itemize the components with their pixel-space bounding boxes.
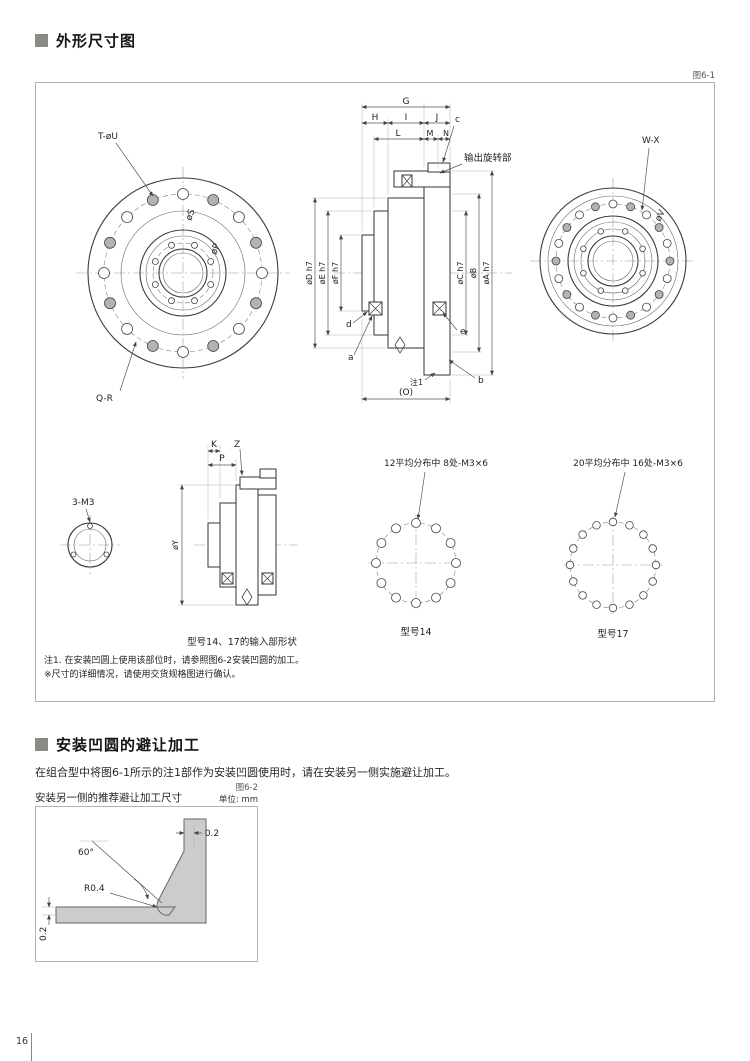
label-3m3: 3-M3 [72, 498, 94, 508]
unit-label: 单位: mm [218, 795, 258, 805]
dim-label-m: M [427, 129, 434, 138]
label-e: e [460, 327, 466, 337]
bolt14-label: 12平均分布中 8处-M3×6 [384, 457, 488, 469]
section1-title: 外形尺寸图 [56, 32, 137, 50]
bolt17-label: 20平均分布中 16处-M3×6 [573, 457, 683, 469]
dim-label-02-left: 0.2 [39, 927, 49, 941]
section2-heading: 安装凹圆的避让加工 [35, 734, 200, 755]
dim-label-h: H [372, 113, 379, 123]
label-a: a [348, 353, 354, 363]
label-ov: øV [654, 208, 668, 224]
input-part-view: K P Z øY 型号14、17的输入部形状 [171, 440, 298, 648]
dim-label-dA: øA h7 [482, 261, 491, 284]
bolt-circle-model14: 12平均分布中 8处-M3×6 型号14 [368, 457, 488, 638]
heading-square-icon [35, 34, 48, 47]
label-q-r: Q-R [96, 394, 113, 404]
dim-label-dC: øC h7 [456, 261, 465, 284]
figure-6-2-frame: 60° R0.4 0.2 0.2 [35, 806, 258, 962]
front-view-right: W-X øV [530, 136, 696, 344]
dim-label-k: K [211, 440, 218, 450]
dim-label-02-top: 0.2 [205, 829, 219, 839]
dim-label-p: P [219, 454, 225, 464]
dim-label-r04: R0.4 [84, 884, 105, 894]
dim-label-dB: øB [469, 268, 478, 278]
figure-6-1-tag: 图6-1 [692, 71, 715, 81]
label-output-part: 输出旋转部 [464, 152, 512, 164]
label-note1: 注1 [410, 377, 423, 387]
label-b: b [478, 376, 484, 386]
dim-label-j: J [435, 113, 439, 123]
label-t-ou: T-øU [97, 132, 118, 142]
section2-title: 安装凹圆的避让加工 [56, 736, 201, 754]
section2-sublabel: 安装另一侧的推荐避让加工尺寸 [35, 792, 182, 804]
dim-label-i: I [405, 113, 408, 123]
dim-label-g: G [403, 97, 410, 107]
dim-label-dE: øE h7 [318, 262, 327, 285]
label-w-x: W-X [642, 136, 660, 146]
note-1: 注1. 在安装凹圆上使用该部位时，请参照图6-2安装凹圆的加工。 [44, 656, 305, 666]
dim-label-n: N [443, 129, 449, 138]
dimension-drawing: T-øU øS øP Q-R [60, 97, 696, 648]
label-c: c [455, 115, 460, 125]
ring-3m3: 3-M3 [60, 498, 120, 575]
section2-body: 在组合型中将图6-1所示的注1部作为安装凹圆使用时，请在安装另一侧实施避让加工。 [35, 766, 456, 779]
dim-label-dF: øF h7 [331, 262, 340, 284]
figure-6-1-frame: T-øU øS øP Q-R [35, 82, 715, 702]
bolt17-caption: 型号17 [597, 629, 628, 640]
dim-label-z: Z [234, 440, 240, 450]
relief-detail-drawing: 60° R0.4 0.2 0.2 [39, 818, 219, 941]
dim-label-60deg: 60° [78, 848, 94, 858]
bolt-circle-model17: 20平均分布中 16处-M3×6 型号17 [564, 457, 683, 640]
label-op: øP [209, 242, 222, 256]
label-d: d [346, 320, 352, 330]
page-number: 16 [16, 1036, 29, 1047]
note-2: ※尺寸的详细情况，请使用交货规格图进行确认。 [44, 670, 241, 680]
page-number-rule [31, 1033, 32, 1061]
bolt14-caption: 型号14 [400, 627, 431, 638]
dim-label-l: L [395, 129, 400, 139]
front-view-left: T-øU øS øP Q-R [76, 132, 290, 404]
dim-label-dD: øD h7 [305, 261, 314, 285]
label-os: øS [184, 208, 197, 222]
material-section [55, 818, 207, 924]
cross-section-view: G H I J L M N c 输出旋转部 øD h7 øE h7 øF h7 [305, 97, 512, 403]
dim-label-o: (O) [399, 388, 413, 398]
heading-square-icon [35, 738, 48, 751]
input-part-caption: 型号14、17的输入部形状 [187, 636, 297, 648]
figure-6-2-tag: 图6-2 [235, 783, 258, 793]
section1-heading: 外形尺寸图 [35, 30, 136, 51]
dim-label-oy: øY [171, 540, 180, 550]
